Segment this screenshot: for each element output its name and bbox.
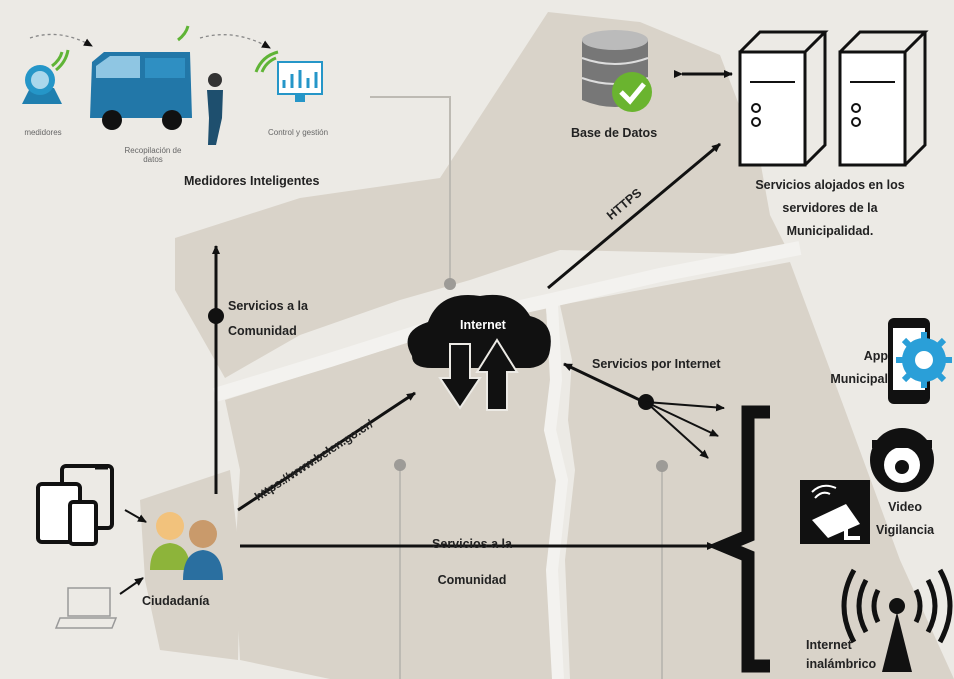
water-meter-icon (22, 49, 70, 104)
citizens-icon (150, 512, 223, 580)
internet-label: Internet (460, 318, 506, 332)
dome-camera-icon (870, 428, 934, 492)
wireless-label-line2: inalámbrico (806, 657, 877, 671)
step-label-collection-line2: datos (143, 155, 163, 164)
map-pins (370, 96, 668, 679)
wireless-internet-label: Internet inalámbrico (806, 636, 876, 674)
step-label-collection: Recopilación de datos (112, 146, 194, 164)
laptop-icon (54, 587, 118, 629)
internet-cloud-icon (407, 294, 551, 411)
surveillance-camera-icon (800, 480, 870, 544)
smart-meters-title: Medidores Inteligentes (184, 174, 320, 188)
map-region-east (560, 262, 954, 679)
van-icon (90, 25, 192, 130)
servers-caption-line3: Municipalidad. (786, 224, 874, 238)
flow-dashed-arrow-1 (29, 33, 93, 47)
community-services-vertical-line2: Comunidad (228, 324, 297, 338)
road-vertical (543, 304, 569, 679)
community-services-horizontal-line2: Comunidad (437, 573, 507, 587)
wireless-label-line1: Internet (806, 638, 852, 652)
devices-bracket (707, 405, 770, 673)
services-internet-label: Servicios por Internet (592, 357, 721, 371)
devices-left-icon (36, 464, 114, 546)
video-label-line2: Vigilancia (876, 523, 935, 537)
servers-caption-line2: servidores de la (782, 201, 878, 215)
community-services-horizontal-label: Servicios a la Comunidad (420, 526, 524, 598)
database-icon (581, 30, 652, 112)
video-surveillance-label: Video Vigilancia (876, 496, 934, 542)
wireless-antenna-icon (841, 568, 953, 672)
app-label: App Municipal (808, 345, 888, 391)
app-phone-icon (888, 318, 952, 404)
flow-dashed-arrow-2 (199, 34, 271, 49)
connector-arrows (208, 142, 725, 550)
technician-icon (207, 73, 223, 145)
arrow-internet-to-servers (547, 142, 721, 290)
control-monitor-icon (254, 50, 323, 102)
servers-caption: Servicios alojados en los servidores de … (735, 174, 925, 243)
database-label: Base de Datos (571, 126, 658, 140)
step-label-control: Control y gestión (267, 128, 329, 137)
community-services-horizontal-line1: Servicios a la (432, 537, 512, 551)
map-region-center (225, 300, 560, 679)
arrow-devices-to-internet (563, 362, 645, 404)
servers-icon (738, 30, 929, 167)
community-services-vertical-label: Servicios a la Comunidad (228, 294, 308, 344)
citizens-label: Ciudadanía (142, 594, 210, 608)
arrow-citizens-to-internet (237, 391, 416, 512)
step-label-meters: medidores (24, 128, 62, 137)
app-label-line2: Municipal (830, 372, 888, 386)
video-label-line1: Video (888, 500, 922, 514)
community-services-vertical-line1: Servicios a la (228, 299, 308, 313)
smart-meter-flow (22, 25, 323, 145)
servers-caption-line1: Servicios alojados en los (755, 178, 905, 192)
step-label-collection-line1: Recopilación de (124, 146, 182, 155)
app-label-line1: App (863, 349, 888, 363)
